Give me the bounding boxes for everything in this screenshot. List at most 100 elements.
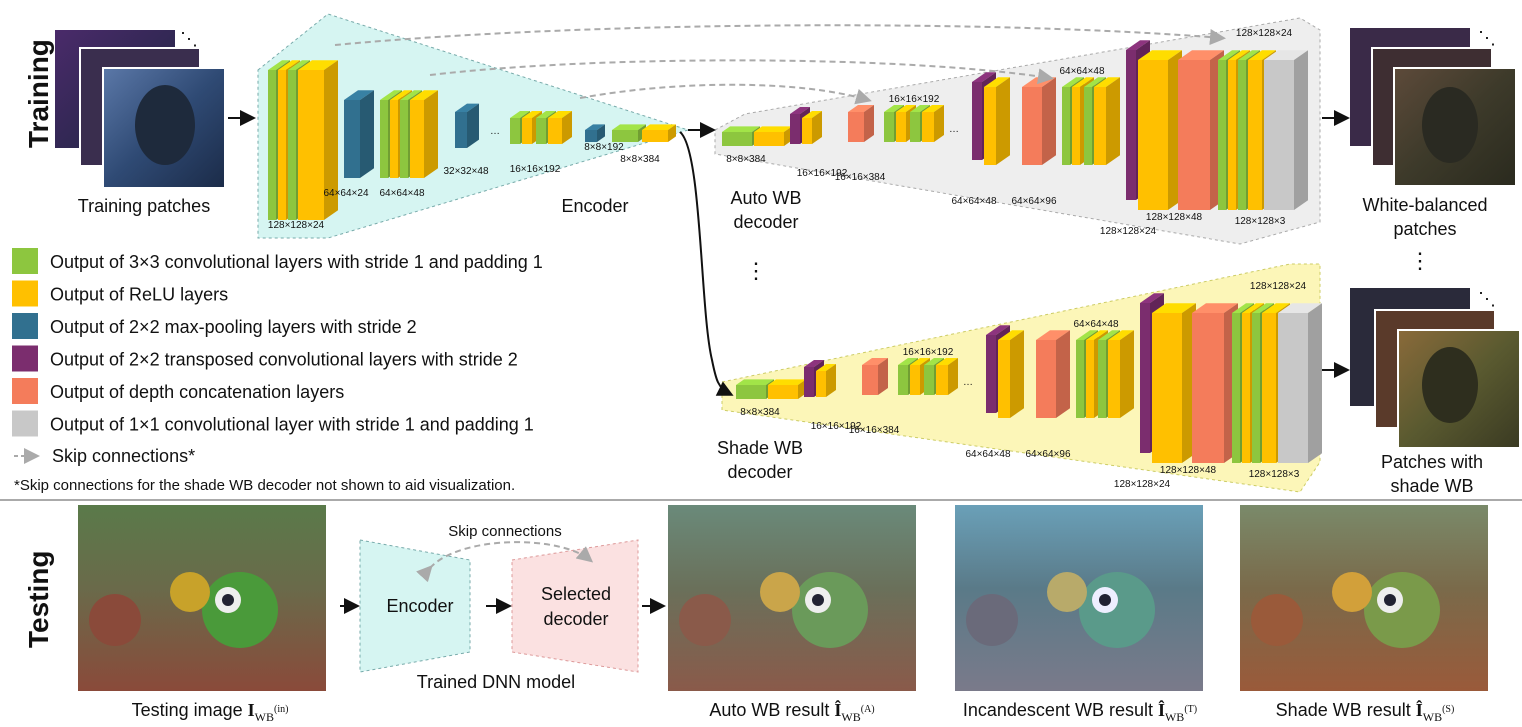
enc-relu-4b bbox=[548, 111, 572, 144]
shade-dim-label: 128×128×3 bbox=[1249, 469, 1300, 480]
auto-relu-bottleneck bbox=[754, 126, 792, 146]
testing-caption: Incandescent WB result ÎWB(T) bbox=[963, 699, 1197, 724]
shade-decoder-label-1: Shade WB bbox=[717, 438, 803, 458]
training-section-label: Training bbox=[23, 39, 54, 148]
legend-skip-entry: Skip connections* bbox=[14, 446, 195, 466]
shade-relu-bottleneck bbox=[768, 379, 806, 399]
enc-relu-1b bbox=[298, 60, 338, 221]
auto-relu-2b bbox=[1094, 77, 1120, 165]
shade-dim-label: 16×16×384 bbox=[849, 425, 900, 436]
wb-patches-caption-2: patches bbox=[1393, 219, 1456, 239]
shade-concat-1 bbox=[862, 358, 888, 395]
legend-swatch bbox=[12, 378, 38, 404]
shade-final-conv bbox=[1278, 303, 1322, 463]
shade-dim-label: 8×8×384 bbox=[740, 407, 780, 418]
shade-dim-label: 128×128×24 bbox=[1250, 281, 1307, 292]
training-patches-stack: ⋱ bbox=[55, 29, 226, 189]
auto-decoder-label-2: decoder bbox=[733, 212, 798, 232]
shade-concat-2 bbox=[1036, 330, 1070, 418]
test-decoder-block bbox=[511, 539, 639, 673]
legend-text: Output of depth concatenation layers bbox=[50, 382, 344, 402]
legend-swatch bbox=[12, 313, 38, 339]
enc-ellipsis: … bbox=[490, 126, 500, 137]
shade-dim-label: 128×128×24 bbox=[1114, 479, 1171, 490]
shade-dim-label: 128×128×48 bbox=[1160, 465, 1217, 476]
incandescent-wb-result-image bbox=[955, 505, 1203, 691]
auto-relu-t2 bbox=[984, 77, 1010, 165]
auto-relu-1b bbox=[922, 105, 944, 142]
enc-dim-label: 8×8×192 bbox=[584, 142, 624, 153]
enc-pool-4 bbox=[585, 124, 605, 142]
enc-conv-5 bbox=[612, 124, 646, 142]
auto-decoder-layers: 8×8×38416×16×19216×16×38416×16×192…64×64… bbox=[722, 28, 1308, 237]
legend-text: Output of 2×2 max-pooling layers with st… bbox=[50, 317, 417, 337]
testing-captions: Testing image IWB(in) Auto WB result ÎWB(… bbox=[132, 699, 1455, 724]
auto-ellipsis: … bbox=[949, 124, 959, 135]
legend-text: Output of 2×2 transposed convolutional l… bbox=[50, 350, 518, 370]
enc-dim-label: 16×16×192 bbox=[510, 164, 561, 175]
test-encoder-label: Encoder bbox=[386, 596, 453, 616]
wb-patches-caption-1: White-balanced bbox=[1362, 195, 1487, 215]
outputs-vdots: ⋮ bbox=[1409, 248, 1431, 273]
auto-decoder-label-1: Auto WB bbox=[730, 188, 801, 208]
decoders-vdots: ⋮ bbox=[745, 258, 767, 283]
shade-wb-result-image bbox=[1240, 505, 1488, 691]
legend-text: Output of ReLU layers bbox=[50, 285, 228, 305]
testing-caption: Testing image IWB(in) bbox=[132, 700, 289, 724]
testing-section-label: Testing bbox=[23, 551, 54, 648]
shade-dim-label: 64×64×48 bbox=[965, 449, 1010, 460]
enc-dim-label: 8×8×384 bbox=[620, 154, 660, 165]
legend-skip-text: Skip connections* bbox=[52, 446, 195, 466]
enc-relu-5 bbox=[642, 124, 676, 142]
test-decoder-label-2: decoder bbox=[543, 609, 608, 629]
shade-relu-2b bbox=[1108, 330, 1134, 418]
test-decoder-label-1: Selected bbox=[541, 584, 611, 604]
test-skip-label: Skip connections bbox=[448, 523, 561, 540]
white-balanced-patches-stack: ⋱ bbox=[1350, 28, 1517, 187]
auto-dim-label: 16×16×192 bbox=[889, 94, 940, 105]
shade-dim-label: 16×16×192 bbox=[811, 421, 862, 432]
auto-dim-label: 64×64×48 bbox=[951, 196, 996, 207]
shade-relu-t3 bbox=[1152, 303, 1196, 463]
enc-dim-label: 32×32×48 bbox=[443, 166, 488, 177]
enc-pool-2 bbox=[455, 103, 479, 148]
legend-swatch bbox=[12, 280, 38, 307]
auto-relu-t3 bbox=[1138, 50, 1182, 211]
auto-dim-label: 64×64×48 bbox=[1059, 66, 1104, 77]
footnote: *Skip connections for the shade WB decod… bbox=[14, 477, 515, 494]
more-shade-dots: ⋱ bbox=[1478, 289, 1496, 309]
shade-dim-label: 16×16×192 bbox=[903, 347, 954, 358]
auto-dim-label: 16×16×384 bbox=[835, 172, 886, 183]
legend-swatch bbox=[12, 248, 38, 274]
skip-connections bbox=[334, 24, 1226, 105]
auto-concat-1 bbox=[848, 105, 874, 142]
auto-final-conv bbox=[1264, 50, 1308, 211]
test-skip-arrow bbox=[416, 541, 594, 583]
shade-patches-caption-1: Patches with bbox=[1381, 452, 1483, 472]
auto-concat-2 bbox=[1022, 77, 1056, 165]
testing-image bbox=[78, 505, 326, 691]
shade-patches-caption-2: shade WB bbox=[1390, 476, 1473, 496]
legend-swatch bbox=[12, 345, 38, 372]
shade-decoder-label-2: decoder bbox=[727, 462, 792, 482]
encoder-label: Encoder bbox=[561, 196, 628, 216]
shade-relu-1b bbox=[936, 358, 958, 395]
auto-dim-label: 128×128×3 bbox=[1235, 216, 1286, 227]
enc-to-shade-arrow bbox=[679, 131, 734, 396]
trained-model-caption: Trained DNN model bbox=[417, 672, 575, 692]
auto-dim-label: 128×128×24 bbox=[1236, 28, 1293, 39]
enc-dim-label: 64×64×24 bbox=[323, 188, 368, 199]
auto-concat-3 bbox=[1178, 50, 1224, 211]
shade-dim-label: 64×64×48 bbox=[1073, 319, 1118, 330]
enc-dim-label: 64×64×48 bbox=[379, 188, 424, 199]
auto-wb-result-image bbox=[668, 505, 916, 691]
auto-dim-label: 128×128×48 bbox=[1146, 212, 1203, 223]
enc-relu-2b bbox=[410, 90, 438, 178]
testing-caption: Auto WB result ÎWB(A) bbox=[709, 699, 874, 724]
more-patches-dots: ⋱ bbox=[180, 29, 198, 49]
shade-ellipsis: … bbox=[963, 377, 973, 388]
auto-dim-label: 128×128×24 bbox=[1100, 226, 1157, 237]
